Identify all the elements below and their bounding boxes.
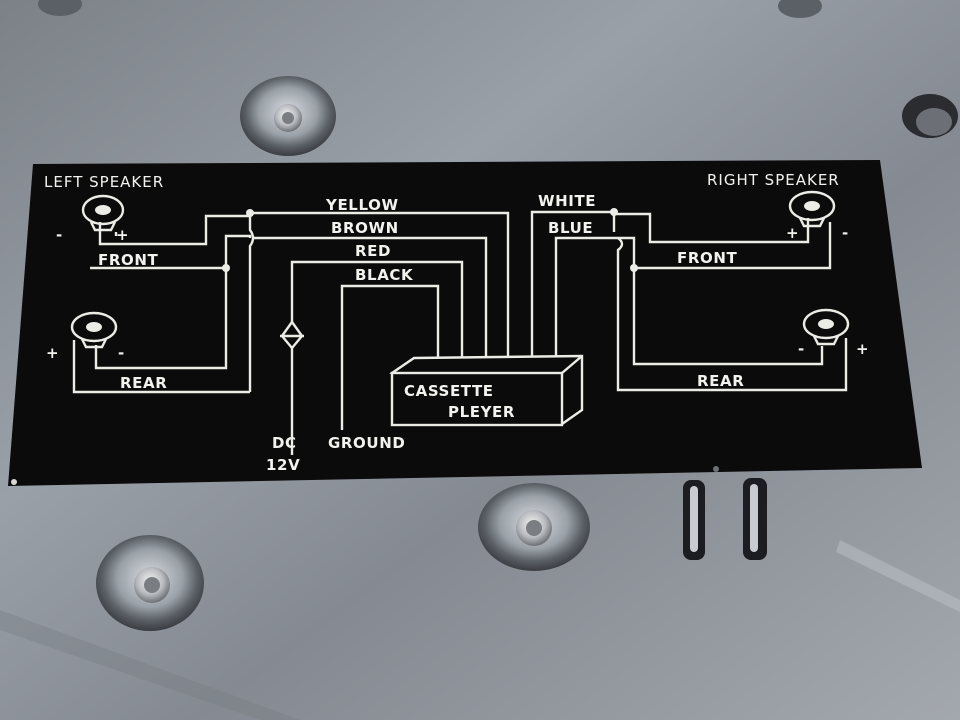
screw-top-edge-right bbox=[778, 0, 822, 18]
polarity-plus: + bbox=[116, 226, 129, 244]
polarity-plus: + bbox=[856, 340, 869, 358]
plate-background bbox=[8, 160, 922, 486]
right-rear-speaker-icon bbox=[802, 308, 850, 346]
right-speaker-header: RIGHT SPEAKER bbox=[707, 171, 840, 189]
left-wiring bbox=[72, 211, 510, 455]
screw-top-edge-left bbox=[38, 0, 82, 16]
wire-label-white: WHITE bbox=[538, 192, 596, 210]
right-rear-label: REAR bbox=[697, 372, 744, 390]
left-front-speaker-icon bbox=[81, 194, 125, 232]
plate-nick bbox=[11, 479, 17, 485]
junction-dot bbox=[610, 208, 618, 216]
polarity-minus: - bbox=[842, 224, 848, 242]
left-speaker-header: LEFT SPEAKER bbox=[44, 173, 164, 191]
wire-label-blue: BLUE bbox=[548, 219, 593, 237]
polarity-plus: + bbox=[46, 344, 59, 362]
polarity-minus: - bbox=[798, 340, 804, 358]
junction-dot bbox=[222, 264, 230, 272]
wire-label-black: BLACK bbox=[355, 266, 414, 284]
brushed-streak bbox=[836, 540, 960, 612]
left-rear-label: REAR bbox=[120, 374, 167, 392]
wire-label-yellow: YELLOW bbox=[325, 196, 399, 214]
vent-slot-highlight bbox=[690, 486, 698, 552]
brushed-streak bbox=[0, 610, 300, 720]
right-front-speaker-icon bbox=[788, 190, 836, 228]
left-front-label: FRONT bbox=[98, 251, 159, 269]
screw-bottom-center bbox=[478, 483, 590, 571]
cassette-player-box bbox=[389, 354, 584, 427]
junction-dot bbox=[630, 264, 638, 272]
right-wiring bbox=[530, 210, 848, 392]
screw-bottom-left bbox=[96, 535, 204, 631]
plate-nick bbox=[713, 466, 719, 472]
screw-top-left bbox=[240, 76, 336, 156]
wiring-diagram-plate: LEFT SPEAKER RIGHT SPEAKER YELLOW BROWN … bbox=[8, 160, 922, 486]
junction-dot bbox=[246, 209, 254, 217]
wire-label-brown: BROWN bbox=[331, 219, 399, 237]
cassette-player-label-line2: PLEYER bbox=[448, 403, 515, 421]
chassis-hole-right bbox=[902, 94, 958, 138]
polarity-plus: + bbox=[786, 224, 799, 242]
vent-slot-highlight bbox=[750, 484, 758, 552]
dc-label: DC bbox=[272, 434, 297, 452]
right-front-label: FRONT bbox=[677, 249, 738, 267]
ground-label: GROUND bbox=[328, 434, 405, 452]
polarity-minus: - bbox=[118, 344, 124, 362]
left-rear-speaker-icon bbox=[70, 311, 118, 349]
polarity-minus: - bbox=[56, 226, 62, 244]
wire-label-red: RED bbox=[355, 242, 391, 260]
cassette-player-label-line1: CASSETTE bbox=[404, 382, 494, 400]
dc-voltage-label: 12V bbox=[266, 456, 300, 474]
